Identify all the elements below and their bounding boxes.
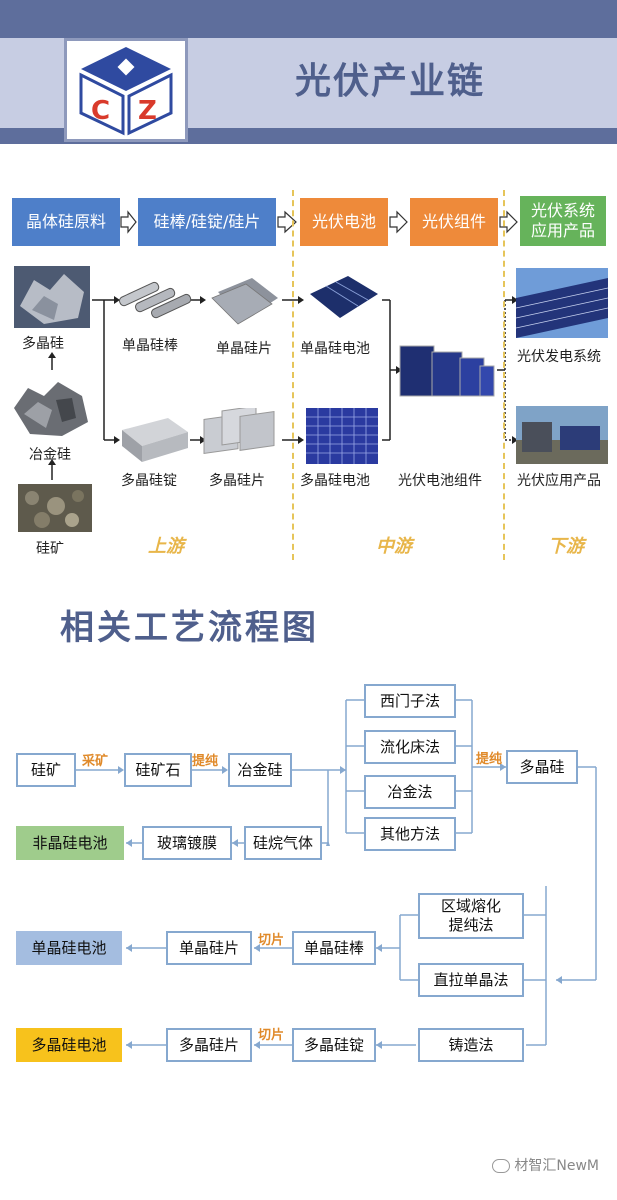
node-ore: 硅矿 bbox=[16, 753, 76, 787]
node-poly-cell: 多晶硅电池 bbox=[16, 1028, 122, 1062]
node-casting: 铸造法 bbox=[418, 1028, 524, 1062]
process-connectors bbox=[76, 699, 597, 1049]
label-mono-rod: 单晶硅棒 bbox=[122, 338, 178, 354]
watermark-text: 材智汇NewM bbox=[514, 1158, 599, 1174]
label-metallurgical: 冶金硅 bbox=[29, 447, 71, 463]
svg-text:Z: Z bbox=[138, 96, 157, 126]
arrow-icon bbox=[120, 210, 137, 234]
stage-pv-system: 光伏系统 应用产品 bbox=[520, 196, 606, 246]
poly-cell-image bbox=[306, 408, 378, 464]
node-amorphous-cell: 非晶硅电池 bbox=[16, 826, 124, 860]
node-ore-stone: 硅矿石 bbox=[124, 753, 192, 787]
edge-label-mining: 采矿 bbox=[82, 754, 109, 769]
pv-module-image bbox=[399, 345, 495, 397]
mono-wafer-image bbox=[211, 278, 278, 325]
node-polysilicon: 多晶硅 bbox=[506, 750, 578, 784]
pv-product-image bbox=[516, 406, 608, 464]
label-poly-cell: 多晶硅电池 bbox=[300, 473, 370, 489]
stage-pv-module: 光伏组件 bbox=[410, 198, 498, 246]
svg-text:C: C bbox=[91, 96, 110, 126]
label-pv-product: 光伏应用产品 bbox=[517, 473, 601, 489]
stage-raw-material: 晶体硅原料 bbox=[12, 198, 120, 246]
node-metallurgical-silicon: 冶金硅 bbox=[228, 753, 292, 787]
mono-rod-image bbox=[118, 281, 192, 319]
label-pv-system: 光伏发电系统 bbox=[517, 349, 601, 365]
poly-wafer-image bbox=[203, 408, 275, 455]
arrow-icon bbox=[277, 210, 297, 234]
label-poly-wafer: 多晶硅片 bbox=[209, 473, 265, 489]
wechat-icon bbox=[492, 1159, 511, 1173]
poly-ingot-image bbox=[122, 418, 188, 462]
edge-label-slice-2: 切片 bbox=[258, 1028, 285, 1043]
node-mono-rod: 单晶硅棒 bbox=[292, 931, 376, 965]
label-poly-ingot: 多晶硅锭 bbox=[121, 473, 177, 489]
divider-up-mid bbox=[292, 190, 294, 560]
label-pv-module: 光伏电池组件 bbox=[398, 473, 482, 489]
header-top-band bbox=[0, 0, 617, 38]
metallurgical-silicon-image bbox=[10, 378, 90, 440]
node-silane-gas: 硅烷气体 bbox=[244, 826, 322, 860]
node-mono-wafer: 单晶硅片 bbox=[166, 931, 252, 965]
label-ore: 硅矿 bbox=[36, 541, 64, 557]
node-other-methods: 其他方法 bbox=[364, 817, 456, 851]
silicon-ore-image bbox=[18, 484, 92, 532]
node-mono-cell: 单晶硅电池 bbox=[16, 931, 122, 965]
node-metallurgy: 冶金法 bbox=[364, 775, 456, 809]
node-siemens: 西门子法 bbox=[364, 684, 456, 718]
process-title: 相关工艺流程图 bbox=[60, 608, 319, 648]
cz-logo-icon: C Z bbox=[79, 47, 173, 136]
node-zone-melting: 区域熔化 提纯法 bbox=[418, 893, 524, 939]
region-downstream: 下游 bbox=[548, 536, 584, 557]
node-poly-wafer: 多晶硅片 bbox=[166, 1028, 252, 1062]
pv-system-image bbox=[516, 268, 608, 338]
edge-label-slice-1: 切片 bbox=[258, 933, 285, 948]
watermark: 材智汇NewM bbox=[492, 1155, 599, 1175]
edge-label-purify-1: 提纯 bbox=[192, 754, 219, 769]
logo: C Z bbox=[64, 38, 188, 142]
node-glass-coating: 玻璃镀膜 bbox=[142, 826, 232, 860]
arrow-icon bbox=[389, 210, 408, 234]
label-mono-cell: 单晶硅电池 bbox=[300, 341, 370, 357]
region-midstream: 中游 bbox=[376, 536, 412, 557]
polysilicon-image bbox=[14, 266, 90, 328]
node-czochralski: 直拉单晶法 bbox=[418, 963, 524, 997]
node-fluidized-bed: 流化床法 bbox=[364, 730, 456, 764]
stage-rod-ingot-wafer: 硅棒/硅锭/硅片 bbox=[138, 198, 276, 246]
region-upstream: 上游 bbox=[148, 536, 184, 557]
stage-pv-cell: 光伏电池 bbox=[300, 198, 388, 246]
page-title: 光伏产业链 bbox=[294, 61, 485, 102]
label-polysilicon: 多晶硅 bbox=[22, 336, 64, 352]
mono-cell-image bbox=[310, 276, 378, 318]
node-poly-ingot: 多晶硅锭 bbox=[292, 1028, 376, 1062]
divider-mid-down bbox=[503, 190, 505, 560]
edge-label-purify-2: 提纯 bbox=[476, 752, 503, 767]
label-mono-wafer: 单晶硅片 bbox=[216, 341, 272, 357]
